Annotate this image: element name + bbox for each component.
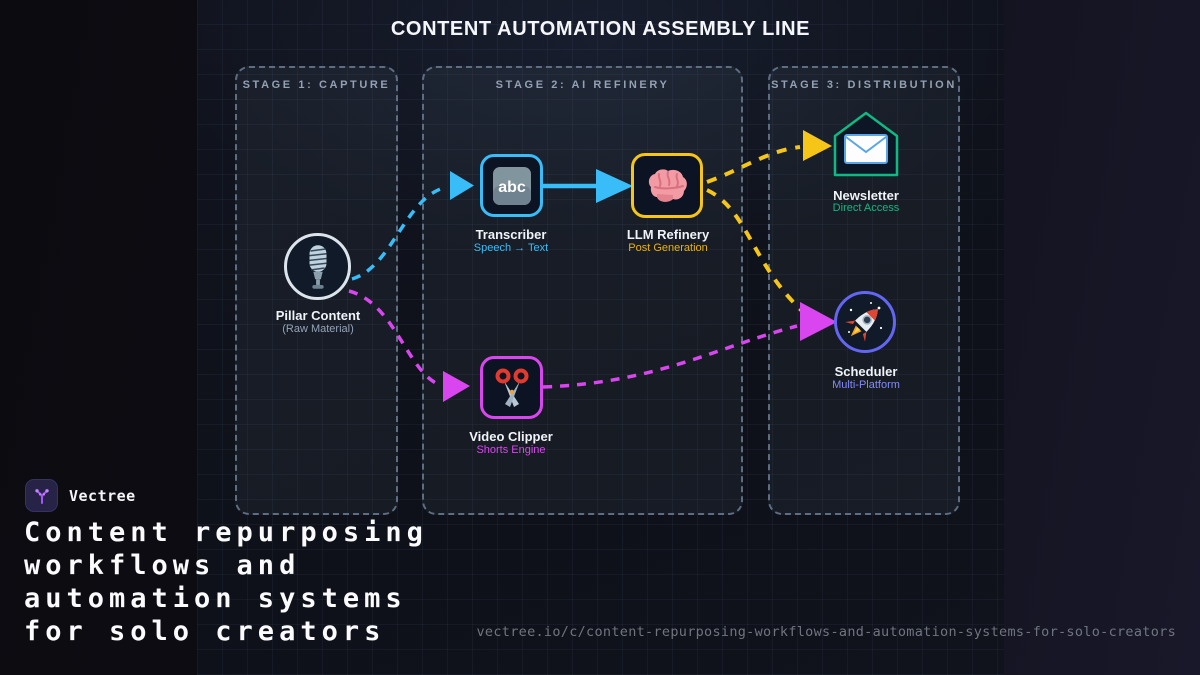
headline-line-3: automation systems [24, 583, 407, 614]
microphone-icon [308, 244, 327, 289]
house-shape [833, 111, 899, 177]
scissors-icon [495, 368, 528, 407]
stage-header-ai-refinery: STAGE 2: AI REFINERY [495, 79, 670, 91]
page-title: CONTENT AUTOMATION ASSEMBLY LINE [390, 18, 811, 40]
node-llm-refinery [631, 153, 703, 218]
stage-header-distribution: STAGE 3: DISTRIBUTION [771, 79, 957, 91]
headline: Content repurposing workflows and automa… [24, 516, 428, 648]
transcriber-sublabel: Speech → Text [473, 242, 549, 254]
brain-icon [648, 168, 687, 202]
stage-header-capture: STAGE 1: CAPTURE [242, 79, 391, 91]
pillar-content-sublabel: (Raw Material) [282, 323, 354, 335]
stage-box-ai-refinery: STAGE 2: AI REFINERY [422, 66, 743, 515]
llm-refinery-sublabel: Post Generation [628, 242, 708, 254]
brand-name: Vectree [69, 486, 136, 505]
video-clipper-label: Video Clipper [469, 429, 553, 444]
envelope-icon [844, 134, 888, 164]
scheduler-sublabel: Multi-Platform [832, 379, 900, 391]
node-transcriber: abc [480, 154, 543, 217]
abc-input-icon: abc [492, 166, 531, 205]
video-clipper-sublabel: Shorts Engine [476, 444, 546, 456]
headline-line-4: for solo creators [24, 616, 386, 647]
brand-logo [25, 479, 58, 512]
headline-line-2: workflows and [24, 550, 301, 581]
node-video-clipper [480, 356, 543, 419]
page-url: vectree.io/c/content-repurposing-workflo… [476, 624, 1176, 640]
llm-refinery-label: LLM Refinery [626, 227, 710, 242]
scheduler-label: Scheduler [834, 364, 898, 379]
node-scheduler [834, 291, 896, 353]
node-newsletter [833, 110, 899, 178]
pillar-content-label: Pillar Content [275, 308, 361, 323]
transcriber-label: Transcriber [475, 227, 547, 242]
headline-line-1: Content repurposing [24, 517, 428, 548]
node-pillar-content [284, 233, 351, 300]
brand-block: Vectree [25, 479, 136, 512]
rocket-icon [845, 302, 883, 342]
stars [848, 302, 883, 333]
newsletter-label: Newsletter [833, 188, 899, 203]
vector-branch-icon [34, 488, 49, 504]
newsletter-sublabel: Direct Access [832, 202, 900, 214]
svg-text:abc: abc [498, 179, 526, 196]
